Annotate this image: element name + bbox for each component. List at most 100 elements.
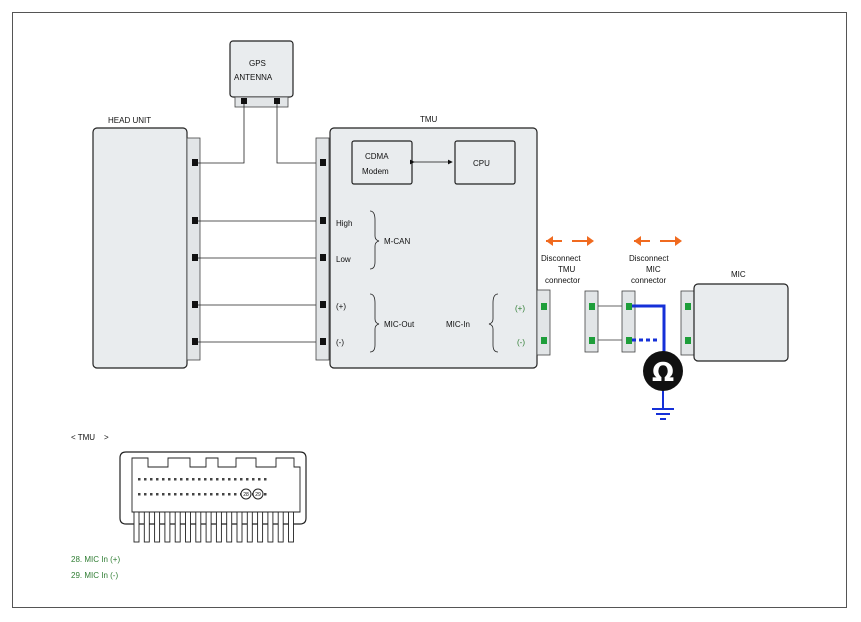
signal-mic-out: MIC-Out — [384, 320, 415, 329]
connector-pin — [174, 493, 177, 496]
connector-pin — [192, 478, 195, 481]
double-arrow-icon — [546, 236, 594, 246]
connector-pin — [216, 478, 219, 481]
connector-leg — [164, 511, 171, 543]
legend-pin-28: 28. MIC In (+) — [71, 555, 120, 564]
harness-connector-mic-side — [621, 290, 636, 353]
connector-leg — [226, 511, 233, 543]
gps-antenna-label-1: GPS — [249, 59, 266, 68]
ground-icon — [652, 408, 674, 420]
tmu-label: TMU — [420, 115, 438, 124]
connector-pin — [204, 493, 207, 496]
connector-pin — [186, 478, 189, 481]
mic-out-brace — [369, 293, 380, 353]
connector-leg — [288, 511, 294, 543]
connector-pin — [264, 493, 267, 496]
connector-leg — [174, 511, 181, 543]
connector-pin — [210, 478, 213, 481]
disconnect-mic-1: Disconnect — [629, 254, 669, 263]
disconnect-tmu-2: TMU — [558, 265, 576, 274]
connector-pin — [240, 478, 243, 481]
connector-leg — [257, 511, 264, 543]
connector-pin — [144, 478, 147, 481]
mic-in-brace — [488, 293, 499, 353]
connector-leg — [133, 511, 140, 543]
signal-low: Low — [336, 255, 351, 264]
connector-pin — [222, 493, 225, 496]
connector-pin — [168, 493, 171, 496]
connector-leg — [143, 511, 150, 543]
connector-pin — [204, 478, 207, 481]
mic-label: MIC — [731, 270, 746, 279]
connector-leg — [205, 511, 212, 543]
gps-to-tmu-wire — [276, 104, 320, 164]
signal-out-plus: (+) — [336, 302, 346, 311]
connector-leg — [154, 511, 161, 543]
legend-pin-29: 29. MIC In (-) — [71, 571, 118, 580]
connector-pin — [216, 493, 219, 496]
connector-pin — [156, 493, 159, 496]
connector-pin — [138, 493, 141, 496]
connector-leg — [215, 511, 222, 543]
cdma-label-1: CDMA — [365, 152, 389, 161]
connector-view-title-suffix: > — [104, 433, 109, 442]
connector-leg — [277, 511, 284, 543]
ohmmeter-icon: Ω — [643, 351, 683, 391]
meter-lead-plus — [632, 304, 666, 352]
pin-28-marker — [240, 488, 252, 500]
tmu-connector-face: 28 29 — [119, 451, 307, 543]
connector-pin — [150, 478, 153, 481]
pin-29-label: 29 — [255, 492, 261, 498]
connector-leg — [195, 511, 202, 543]
connector-pin — [252, 478, 255, 481]
connector-leg — [246, 511, 253, 543]
ohm-symbol: Ω — [652, 358, 674, 388]
diagram-frame — [12, 12, 847, 608]
connector-pin — [180, 493, 183, 496]
connector-pin — [228, 493, 231, 496]
pin-28-label: 28 — [243, 492, 249, 498]
connector-pin — [228, 478, 231, 481]
connector-pin — [162, 478, 165, 481]
connector-pin — [198, 478, 201, 481]
connector-pin — [258, 478, 261, 481]
connector-pin — [156, 478, 159, 481]
signal-out-minus: (-) — [336, 338, 344, 347]
connector-pin — [168, 478, 171, 481]
connector-pin — [234, 478, 237, 481]
gps-antenna-block: GPS ANTENNA — [229, 40, 294, 108]
disconnect-tmu-1: Disconnect — [541, 254, 581, 263]
connector-pin — [144, 493, 147, 496]
connector-pin — [198, 493, 201, 496]
head-unit-block: HEAD UNIT — [92, 116, 201, 369]
connector-pin — [150, 493, 153, 496]
connector-pin — [162, 493, 165, 496]
pin-29-marker — [252, 488, 264, 500]
double-arrow-icon — [634, 236, 682, 246]
signal-mcan: M-CAN — [384, 237, 410, 246]
disconnect-tmu-3: connector — [545, 276, 580, 285]
connector-view-title: < TMU — [71, 433, 95, 442]
harness-connector-tmu-side — [584, 290, 599, 353]
signal-in-plus: (+) — [515, 304, 525, 313]
connector-pin — [174, 478, 177, 481]
signal-mic-in: MIC-In — [446, 320, 470, 329]
tmu-block: TMU CDMA Modem CPU High Low M-CAN (+) (-… — [315, 115, 551, 369]
signal-in-minus: (-) — [517, 338, 525, 347]
connector-pin — [222, 478, 225, 481]
connector-leg — [236, 511, 243, 543]
head-unit-label: HEAD UNIT — [108, 116, 151, 125]
cdma-label-2: Modem — [362, 167, 389, 176]
connector-pin — [210, 493, 213, 496]
cpu-label: CPU — [473, 159, 490, 168]
mcan-brace — [369, 210, 380, 270]
connector-pin — [246, 478, 249, 481]
signal-high: High — [336, 219, 352, 228]
connector-pin — [138, 478, 141, 481]
connector-pin — [186, 493, 189, 496]
disconnect-mic-3: connector — [631, 276, 666, 285]
gps-antenna-label-2: ANTENNA — [234, 73, 273, 82]
disconnect-mic-2: MIC — [646, 265, 661, 274]
gps-to-head-unit-wire — [198, 104, 245, 164]
